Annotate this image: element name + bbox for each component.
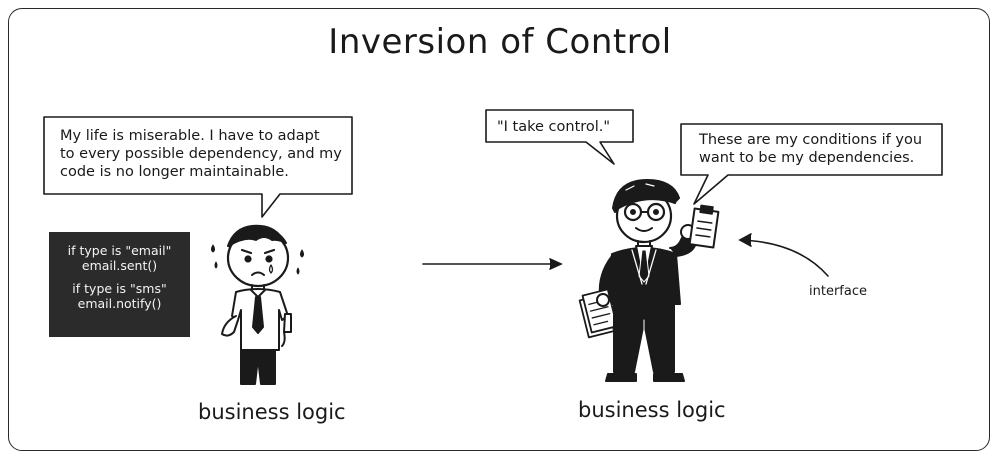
confident-manager-figure [578, 179, 720, 382]
left-speech-line: code is no longer maintainable. [60, 164, 289, 180]
left-caption: business logic [198, 400, 346, 424]
left-speech-line: to every possible dependency, and my [60, 146, 342, 162]
transition-arrow [422, 258, 563, 270]
sad-developer-figure [211, 224, 304, 385]
diagram-title: Inversion of Control [328, 22, 672, 62]
diagram-frame [8, 8, 990, 451]
left-speech-text: My life is miserable. I have to adapt to… [60, 127, 342, 181]
right-speech-bubble [680, 123, 943, 205]
code-snippet-box: if type is "email" email.sent() if type … [49, 232, 190, 337]
right-small-speech-bubble [485, 109, 634, 165]
right-caption: business logic [578, 398, 726, 422]
code-line: if type is "email" [67, 243, 172, 258]
code-line: if type is "sms" [72, 281, 167, 296]
right-small-speech-text: "I take control." [497, 119, 611, 135]
code-line: email.notify() [77, 296, 162, 311]
code-line: email.sent() [81, 258, 158, 273]
right-speech-line: These are my conditions if you [699, 132, 923, 148]
left-speech-line: My life is miserable. I have to adapt [60, 128, 320, 144]
interface-label: interface [809, 284, 867, 299]
left-speech-bubble [43, 116, 353, 218]
right-speech-line: want to be my dependencies. [699, 150, 915, 166]
right-speech-text: These are my conditions if you want to b… [699, 131, 922, 167]
interface-pointer-arrow [738, 233, 829, 277]
